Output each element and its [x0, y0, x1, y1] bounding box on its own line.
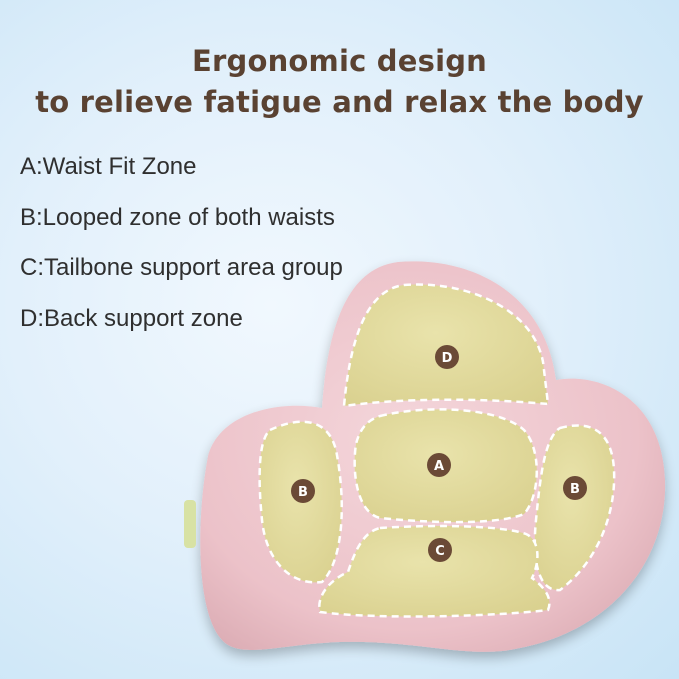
side-tag — [184, 500, 196, 548]
headline-line-2: to relieve fatigue and relax the body — [35, 85, 644, 119]
badge-a: A — [427, 453, 451, 477]
badge-c: C — [428, 538, 452, 562]
zone-legend-item-c: C:Tailbone support area group — [20, 254, 343, 281]
svg-text:D: D — [442, 351, 453, 366]
zone-legend-item-d: D:Back support zone — [20, 304, 243, 332]
svg-text:B: B — [298, 485, 308, 500]
badge-d: D — [435, 345, 459, 369]
zone-b-right-shape — [533, 424, 616, 592]
svg-text:B: B — [570, 482, 580, 497]
zone-legend-item-a: A:Waist Fit Zone — [20, 153, 197, 180]
svg-text:C: C — [435, 544, 445, 559]
zone-c-shape — [318, 524, 551, 618]
svg-text:A: A — [434, 459, 444, 474]
badge-b-left: B — [291, 479, 315, 503]
zone-legend: A:Waist Fit Zone B:Looped zone of both w… — [20, 150, 343, 352]
headline-line-1: Ergonomic design — [191, 44, 488, 78]
badge-b-right: B — [563, 476, 587, 500]
zone-legend-item-b: B:Looped zone of both waists — [20, 203, 335, 231]
